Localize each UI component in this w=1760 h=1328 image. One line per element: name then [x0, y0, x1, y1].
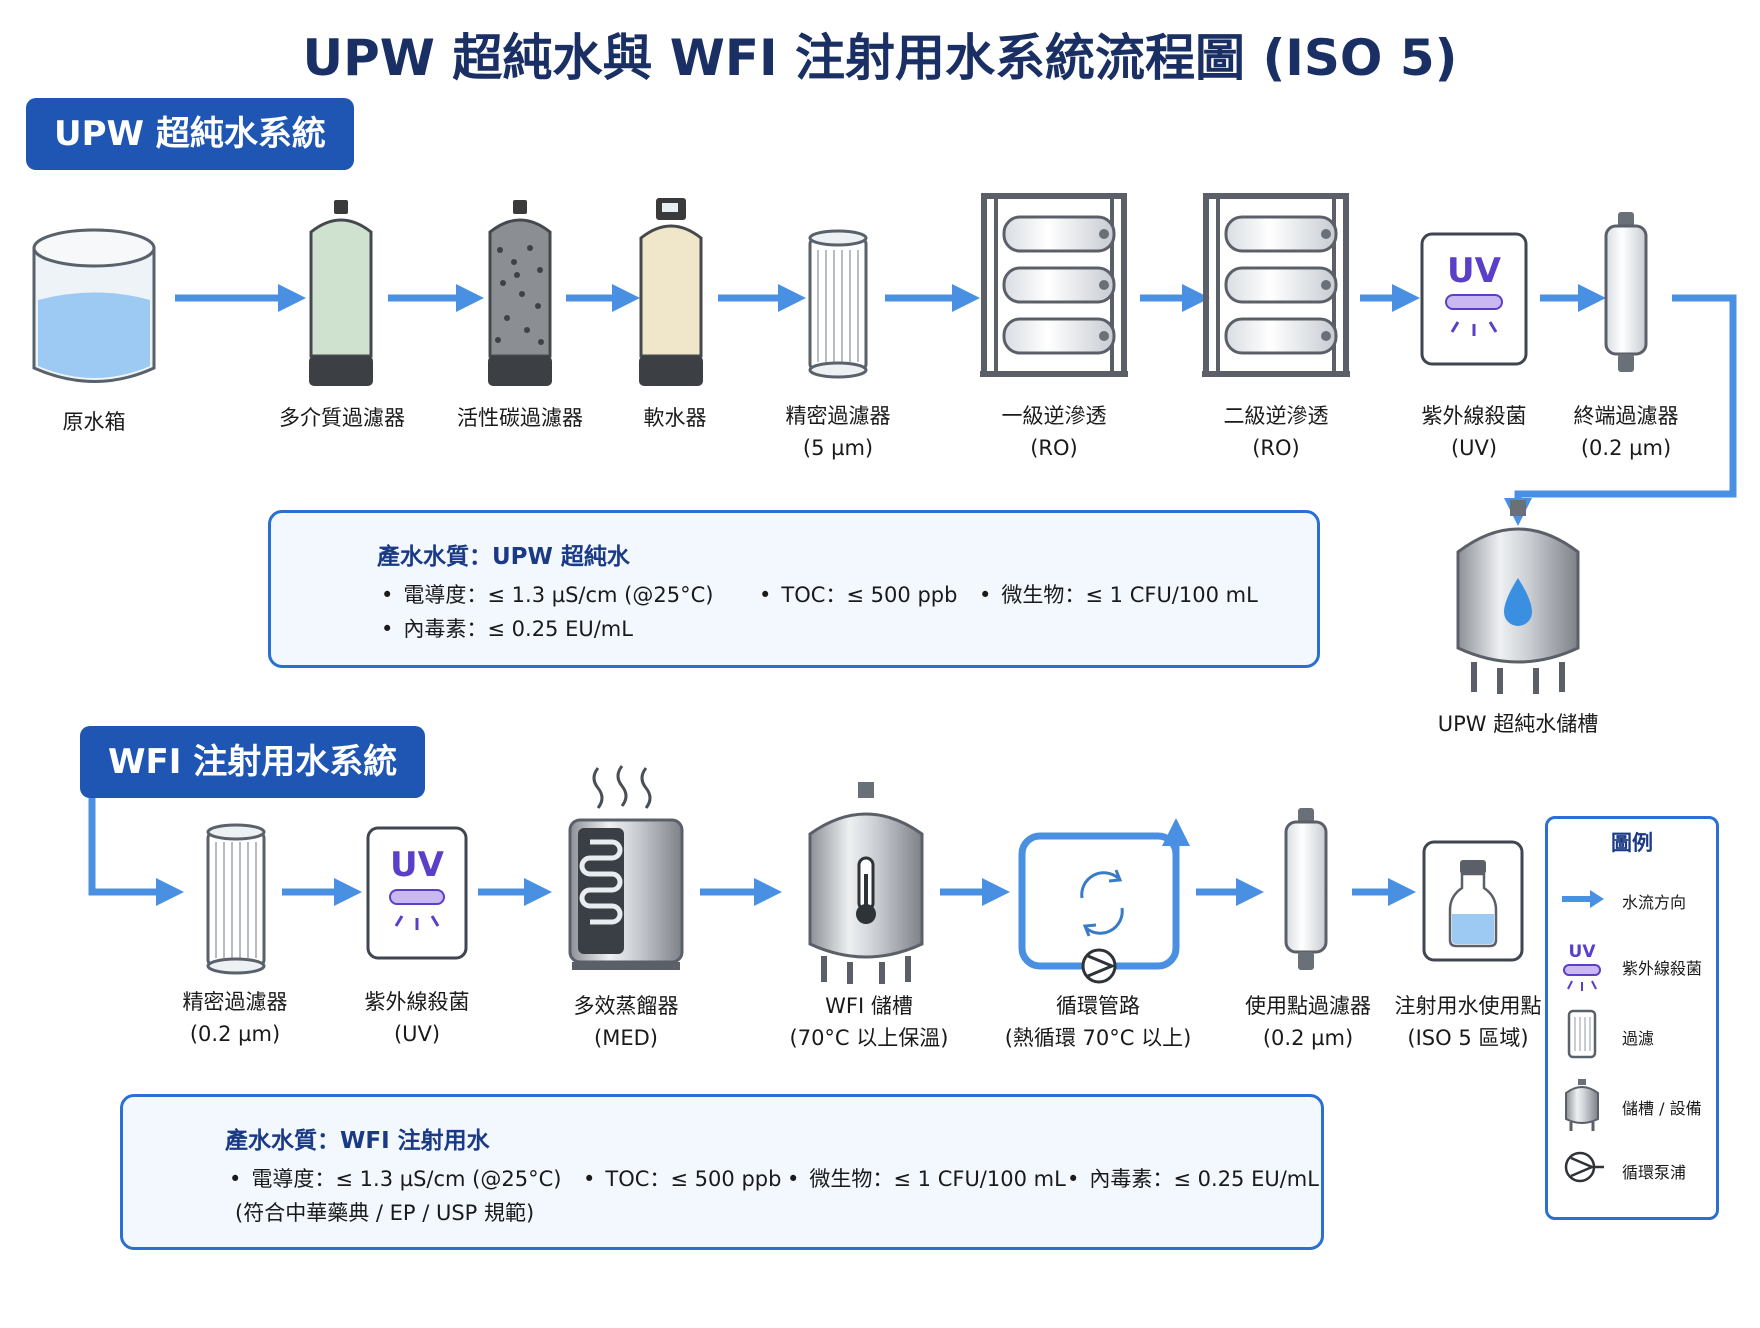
activated-carbon-filter-icon — [488, 200, 552, 386]
quality-note: (符合中華藥典 / EP / USP 規範) — [235, 1201, 535, 1225]
refresh-icon — [1080, 869, 1124, 937]
uv-icon-text: UV — [390, 845, 445, 885]
quality-item: 微生物：≤ 1 CFU/100 mL — [787, 1163, 1065, 1193]
arrow-icon — [1562, 890, 1604, 908]
step-label: 原水箱 — [62, 410, 126, 434]
quality-item: 電導度：≤ 1.3 µS/cm (@25°C) — [381, 579, 713, 609]
water-softener-icon — [639, 198, 703, 386]
filter-icon — [1567, 1009, 1597, 1059]
legend-label: 儲槽 / 設備 — [1622, 1099, 1702, 1118]
quality-item: 內毒素：≤ 0.25 EU/mL — [1067, 1163, 1319, 1193]
ro-unit-icon — [1202, 193, 1350, 377]
tank-icon — [1565, 1079, 1599, 1131]
step-label: 精密過濾器(5 µm) — [785, 404, 891, 460]
uv-sterilizer-icon: UV — [1420, 232, 1528, 366]
terminal-filter-icon — [1604, 212, 1648, 372]
step-label: 精密過濾器(0.2 µm) — [182, 990, 288, 1046]
page-title: UPW 超純水與 WFI 注射用水系統流程圖 (ISO 5) — [302, 29, 1458, 87]
legend-label: 紫外線殺菌 — [1622, 959, 1703, 978]
cartridge-filter-icon — [808, 229, 868, 379]
upw-storage-tank-icon — [1456, 500, 1580, 694]
point-of-use-filter-icon — [1284, 808, 1328, 970]
quality-item: TOC：≤ 500 ppb — [583, 1163, 781, 1193]
legend: 圖例 水流方向 UV 紫外線殺菌 過濾 儲槽 / 設備 循環泵浦 — [1545, 816, 1719, 1220]
upw-quality-box: 產水水質：UPW 超純水 電導度：≤ 1.3 µS/cm (@25°C) TOC… — [268, 510, 1320, 668]
quality-heading: 產水水質：UPW 超純水 — [377, 544, 630, 570]
pump-icon — [1081, 948, 1117, 984]
vial-icon — [1422, 840, 1524, 962]
step-label: 注射用水使用點(ISO 5 區域) — [1394, 994, 1542, 1050]
multi-effect-distiller-icon — [568, 765, 684, 970]
multimedia-filter-icon — [309, 200, 373, 386]
wfi-quality-box: 產水水質：WFI 注射用水 電導度：≤ 1.3 µS/cm (@25°C) TO… — [120, 1094, 1324, 1250]
legend-label: 水流方向 — [1622, 893, 1687, 912]
pump-icon — [1564, 1151, 1604, 1183]
wfi-storage-tank-icon — [808, 782, 924, 984]
legend-title: 圖例 — [1611, 831, 1653, 855]
step-label: 紫外線殺菌(UV) — [1421, 404, 1527, 460]
step-label: 二級逆滲透(RO) — [1223, 404, 1329, 460]
quality-heading: 產水水質：WFI 注射用水 — [225, 1128, 490, 1154]
quality-item: TOC：≤ 500 ppb — [759, 579, 957, 609]
step-label: 多效蒸餾器(MED) — [573, 994, 679, 1050]
circulation-loop-icon — [1018, 818, 1190, 984]
step-label: 終端過濾器(0.2 µm) — [1573, 404, 1679, 460]
cartridge-filter-icon — [206, 823, 266, 975]
upw-section-title: UPW 超純水系統 — [26, 98, 354, 170]
uv-lamp-icon: UV — [1563, 942, 1601, 991]
step-label: WFI 儲槽(70°C 以上保溫) — [789, 994, 949, 1050]
step-label: 紫外線殺菌(UV) — [364, 990, 470, 1046]
legend-label: 過濾 — [1622, 1029, 1655, 1048]
uv-icon-text: UV — [1447, 251, 1502, 291]
thermometer-icon — [856, 856, 876, 924]
step-label: 活性碳過濾器 — [457, 406, 583, 430]
wfi-section-title: WFI 注射用水系統 — [80, 726, 426, 798]
quality-item: 微生物：≤ 1 CFU/100 mL — [979, 579, 1257, 609]
legend-label: 循環泵浦 — [1622, 1163, 1687, 1182]
uv-sterilizer-icon: UV — [366, 826, 468, 960]
wfi-flow-arrows — [88, 798, 1416, 906]
step-label: 軟水器 — [643, 406, 707, 430]
quality-item: 電導度：≤ 1.3 µS/cm (@25°C) — [229, 1163, 561, 1193]
step-label: 循環管路(熱循環 70°C 以上) — [1004, 994, 1192, 1050]
quality-item: 內毒素：≤ 0.25 EU/mL — [381, 613, 633, 643]
step-label: 一級逆滲透(RO) — [1001, 404, 1107, 460]
step-label: 使用點過濾器(0.2 µm) — [1245, 994, 1371, 1050]
raw-water-tank-icon — [32, 228, 156, 383]
svg-text:UV: UV — [1569, 942, 1597, 962]
step-label: 多介質過濾器 — [279, 406, 405, 430]
ro-unit-icon — [980, 193, 1128, 377]
step-label: UPW 超純水儲槽 — [1437, 712, 1599, 736]
